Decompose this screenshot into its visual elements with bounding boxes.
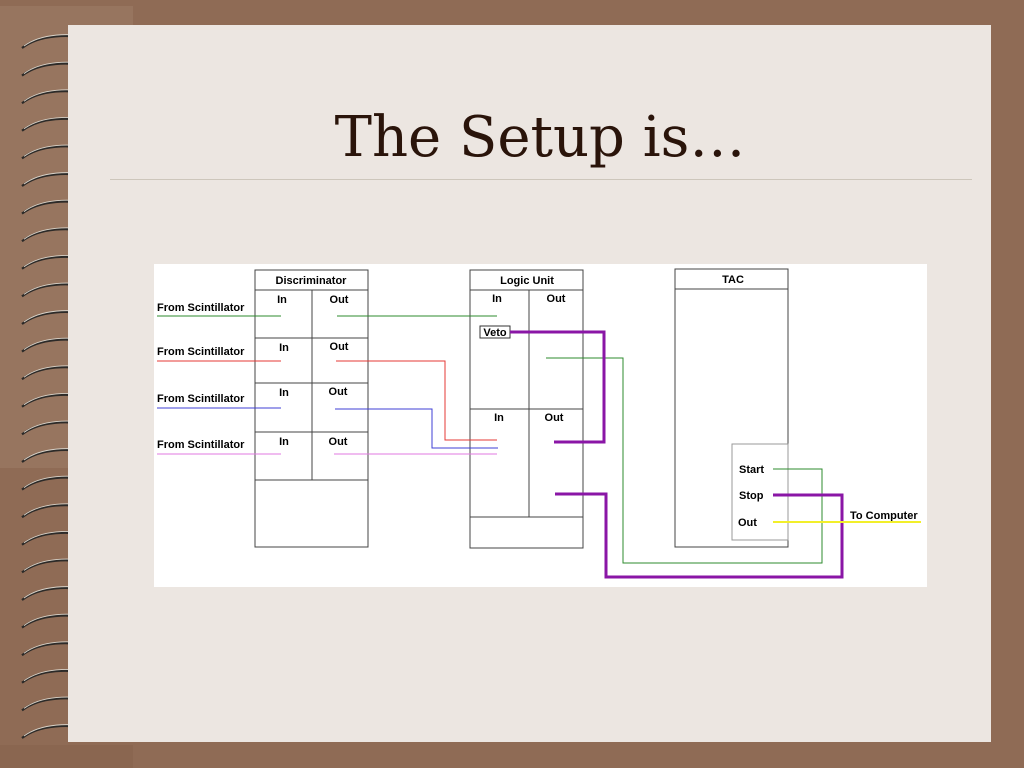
disc-ch4-in-label: In [279, 436, 289, 448]
veto-label: Veto [483, 327, 507, 339]
title-divider [110, 179, 972, 180]
disc-ch3-in-label: In [279, 387, 289, 399]
tac-module [674, 268, 789, 548]
slide-title: The Setup is… [334, 105, 746, 170]
tac-start-label: Start [739, 464, 764, 476]
wire-ch3-to-logic [335, 408, 498, 449]
discriminator-title: Discriminator [276, 275, 348, 287]
wire-logic-to-tac-start [546, 357, 823, 564]
wire-ch2-to-logic [336, 360, 497, 441]
disc-ch2-in-label: In [279, 342, 289, 354]
logic-bottom-out-label: Out [545, 412, 564, 424]
wire-logic-to-tac-stop [555, 492, 844, 579]
input-label-4: From Scintillator [157, 439, 245, 451]
tac-stop-label: Stop [739, 490, 764, 502]
logic-unit-module [469, 269, 584, 549]
disc-ch1-in-label: In [277, 294, 287, 306]
input-label-1: From Scintillator [157, 302, 245, 314]
input-label-3: From Scintillator [157, 393, 245, 405]
tac-out-label: Out [738, 517, 757, 529]
logic-top-out-label: Out [547, 293, 566, 305]
electronics-diagram: Discriminator In Out In Out In Out In Ou… [154, 264, 927, 587]
disc-ch1-out-label: Out [330, 294, 349, 306]
input-label-2: From Scintillator [157, 346, 245, 358]
logic-unit-title: Logic Unit [500, 275, 554, 287]
logic-bottom-in-label: In [494, 412, 504, 424]
disc-ch4-out-label: Out [329, 436, 348, 448]
tac-title: TAC [722, 274, 744, 286]
to-computer-label: To Computer [850, 510, 918, 522]
disc-ch3-out-label: Out [329, 386, 348, 398]
logic-top-in-label: In [492, 293, 502, 305]
wire-veto-loop [510, 330, 606, 444]
disc-ch2-out-label: Out [330, 341, 349, 353]
diagram-canvas: Discriminator In Out In Out In Out In Ou… [157, 268, 921, 579]
